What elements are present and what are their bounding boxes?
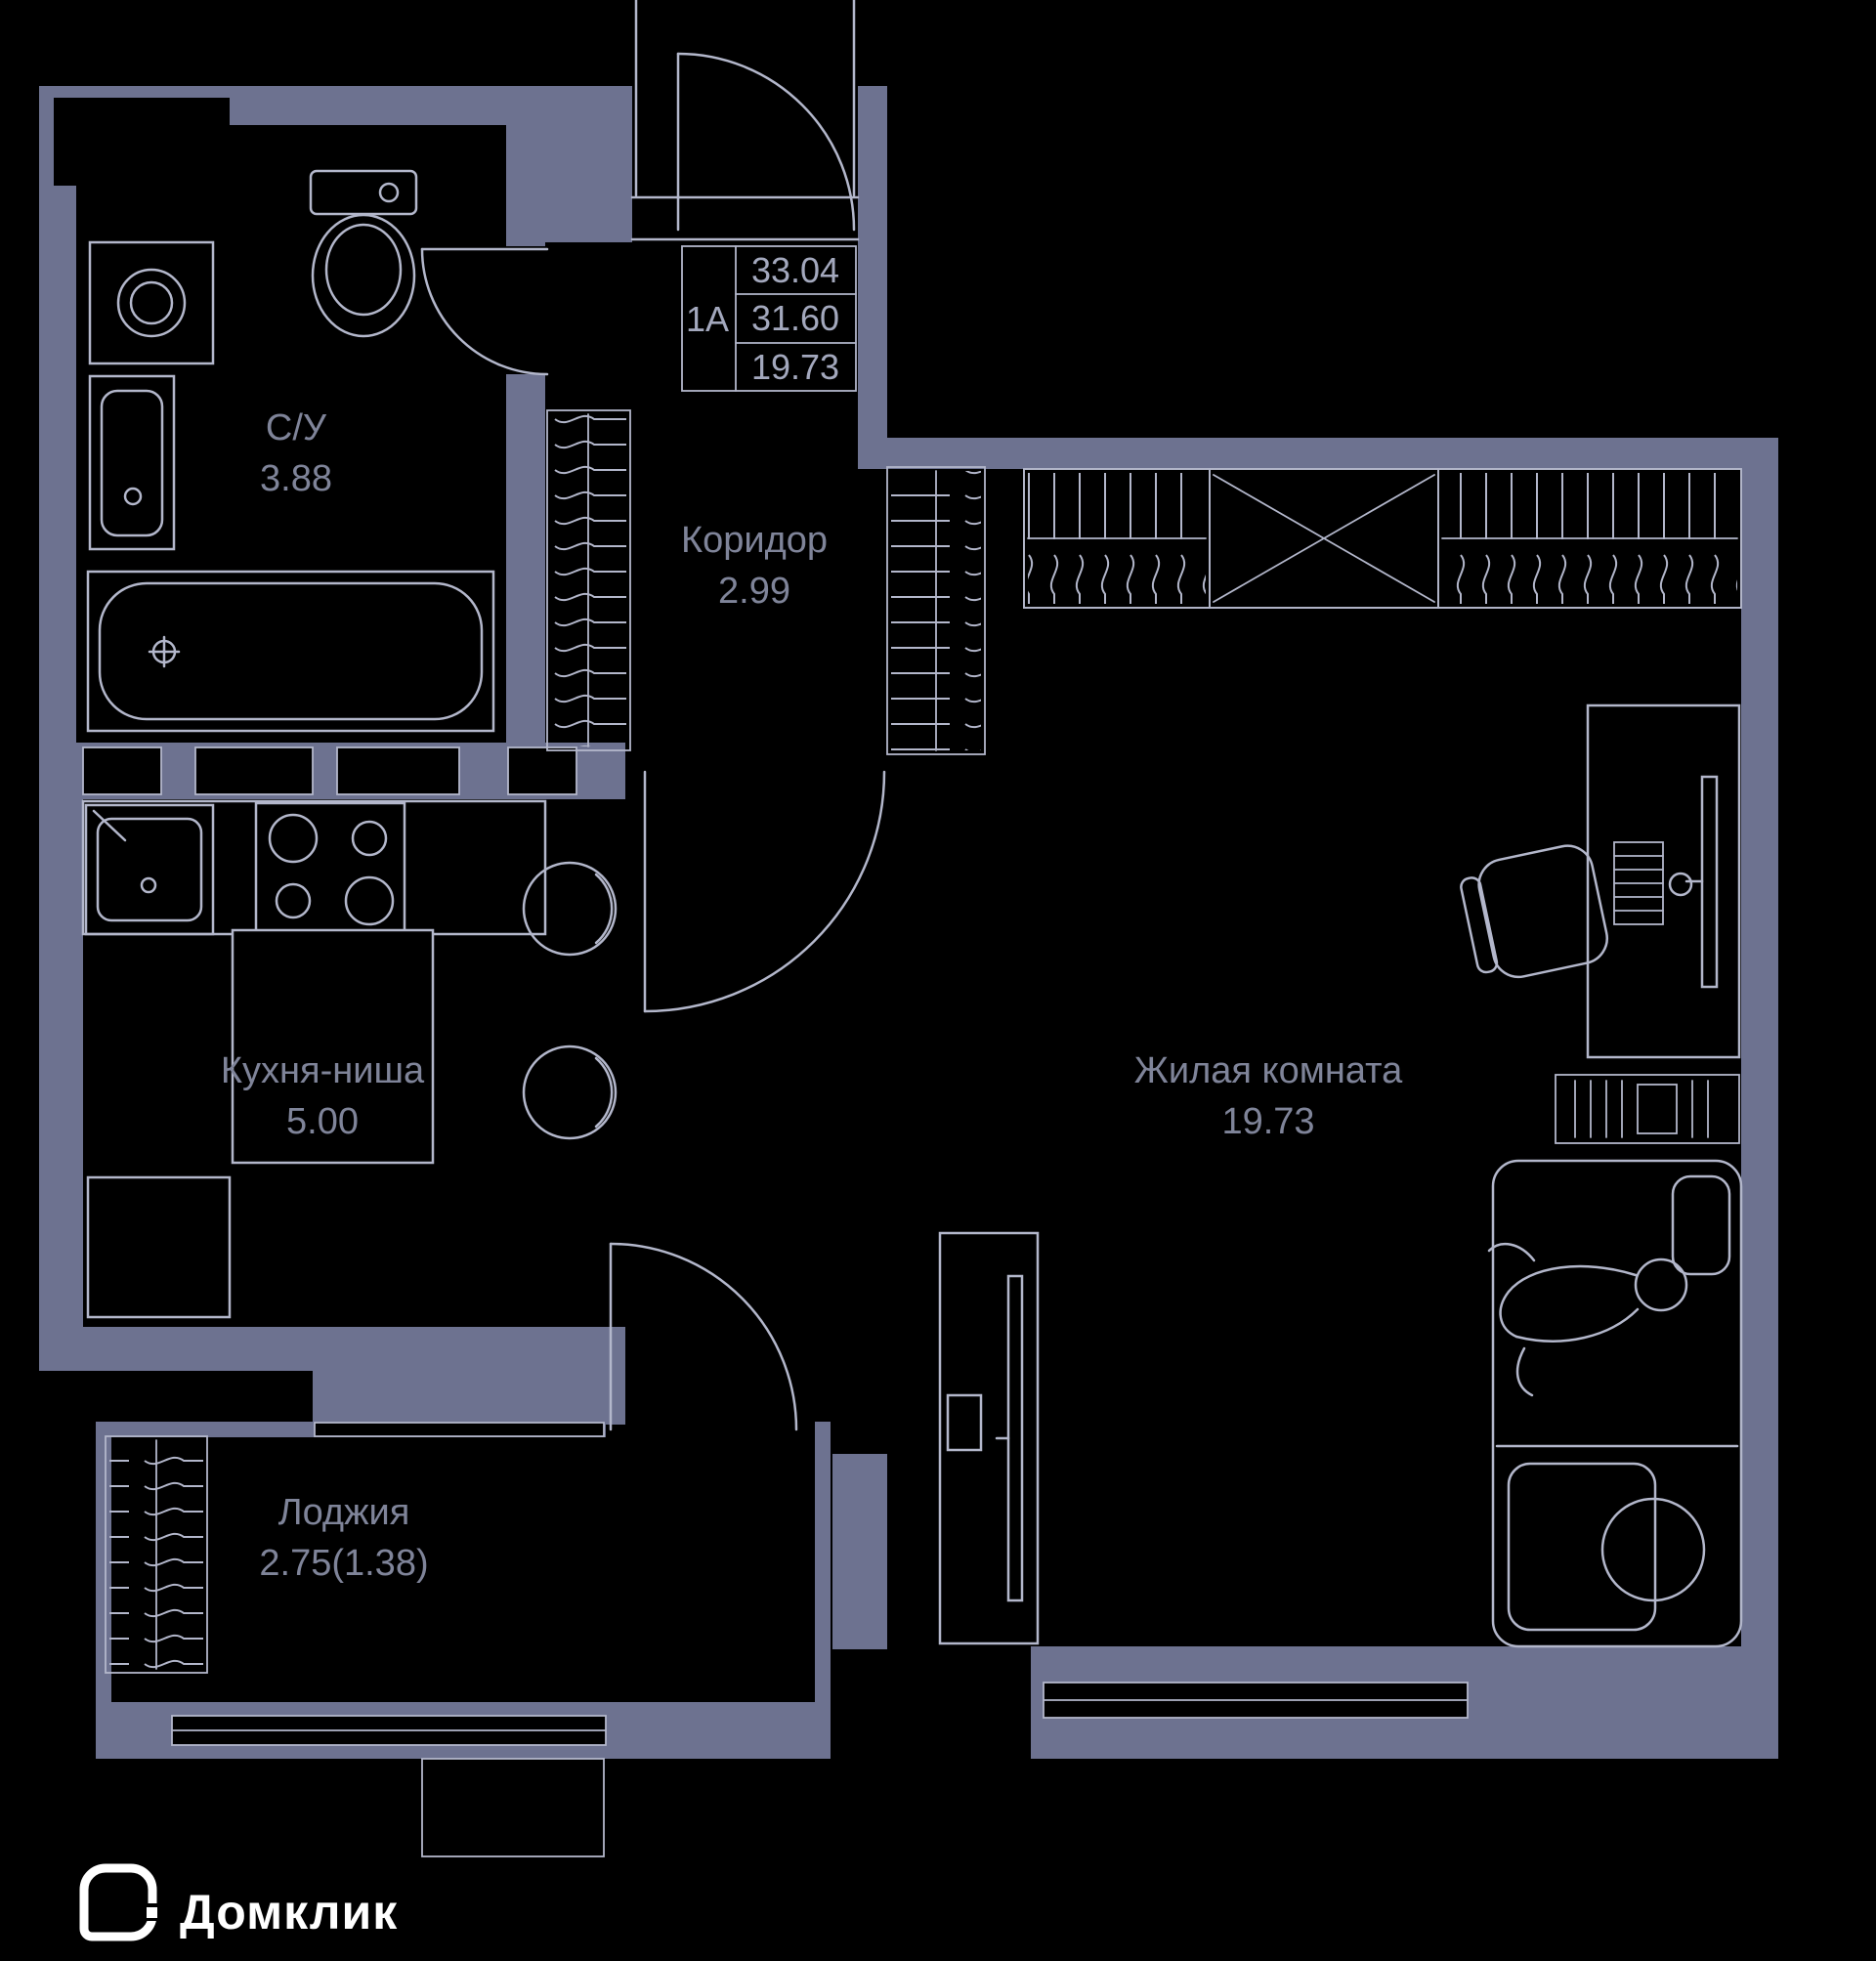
sofa [1491, 1159, 1743, 1648]
title-block: 1А 33.04 31.60 19.73 [681, 245, 857, 392]
area-living: 19.73 [751, 347, 839, 387]
kitchen-sink [84, 803, 215, 936]
area-without-loggia: 31.60 [751, 298, 839, 338]
wall-niches [54, 98, 577, 795]
loggia-window [171, 1715, 607, 1746]
washing-machine [88, 240, 215, 365]
kitchen-area: 5.00 [286, 1101, 359, 1142]
bookshelf [1555, 1074, 1740, 1144]
bathroom-sink [88, 374, 176, 551]
mouse [1668, 872, 1693, 897]
room-labels: С/У 3.88 Коридор 2.99 Кухня-ниша 5.00 Жи… [221, 407, 1403, 1584]
loggia-label: Лоджия [278, 1492, 410, 1533]
corridor-wardrobe-right [886, 466, 986, 755]
domclick-logo-text: Домклик [180, 1885, 398, 1940]
dining-table [231, 928, 435, 1165]
fridge [86, 1175, 232, 1319]
tv-stand [938, 1231, 1040, 1645]
desk [1586, 703, 1741, 1059]
living-room-wardrobe [1023, 468, 1742, 609]
domclick-logo-icon [79, 1863, 157, 1941]
living-room-door [643, 770, 886, 1013]
monitor [1684, 775, 1719, 989]
pillow [1600, 1497, 1706, 1602]
loggia-hanger-rack [105, 1435, 208, 1674]
entrance-door [630, 0, 860, 241]
corridor-wardrobe-left [546, 409, 631, 751]
living-room-area: 19.73 [1221, 1101, 1314, 1142]
chair [522, 861, 618, 957]
bathroom-door [420, 247, 549, 376]
chair [522, 1044, 618, 1140]
living-room-window [1043, 1682, 1469, 1719]
loggia-area: 2.75(1.38) [259, 1543, 428, 1584]
bathroom-area: 3.88 [260, 458, 332, 499]
office-chair [1460, 844, 1608, 979]
domclick-logo-dot [147, 1907, 157, 1918]
domclick-logo: Домклик [79, 1863, 398, 1941]
corridor-label: Коридор [681, 520, 828, 561]
keyboard [1613, 841, 1664, 925]
bathroom-label: С/У [266, 407, 327, 448]
area-total: 33.04 [751, 250, 839, 290]
kitchen-label: Кухня-ниша [221, 1050, 425, 1091]
corridor-area: 2.99 [718, 571, 790, 612]
living-room-label: Жилая комната [1134, 1050, 1403, 1091]
kitchen-counter [81, 799, 547, 936]
unit-type: 1А [686, 299, 729, 339]
stove [254, 801, 406, 934]
toilet [309, 169, 418, 338]
bathtub [86, 570, 495, 733]
walls [39, 86, 1778, 1759]
tv [1006, 1274, 1024, 1602]
kitchen-loggia-window [314, 1422, 605, 1437]
balcony-door [609, 1242, 798, 1431]
wall-stub [421, 1758, 605, 1857]
person-lying [1487, 1242, 1688, 1397]
